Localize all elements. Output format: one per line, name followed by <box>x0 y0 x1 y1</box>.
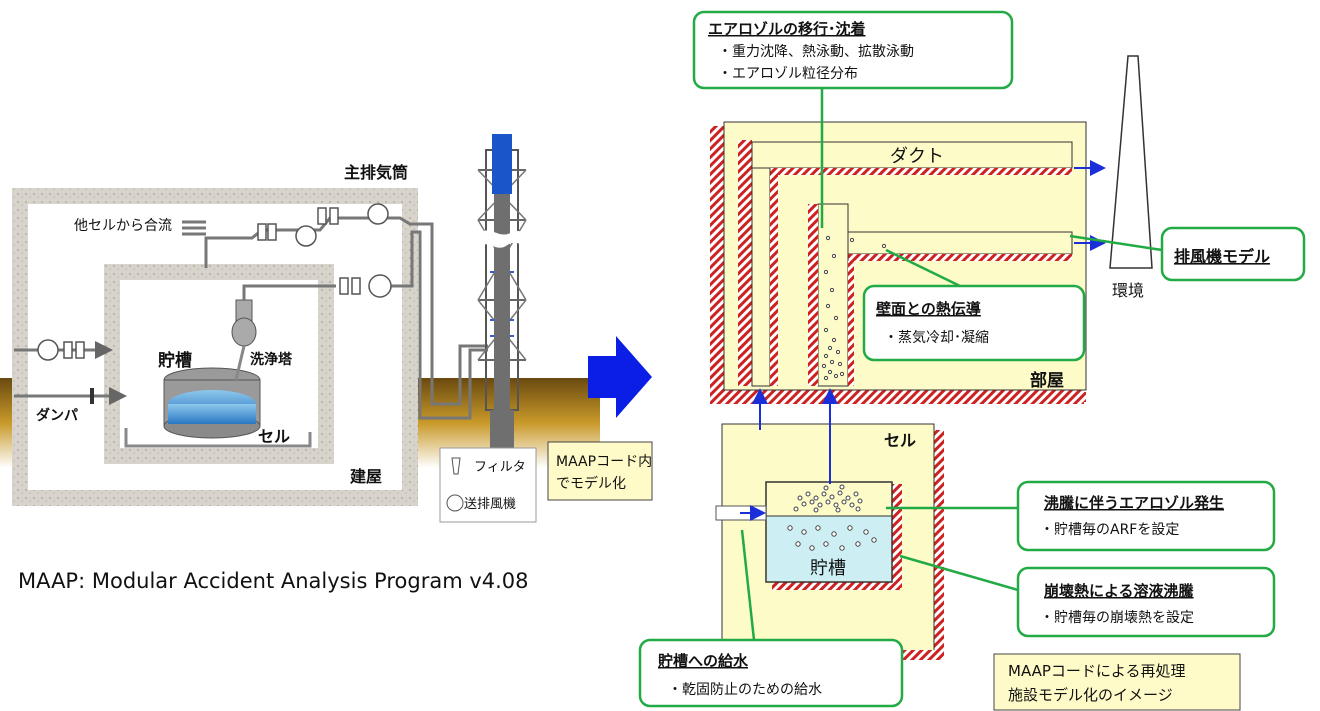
svg-text:・乾固防止のための給水: ・乾固防止のための給水 <box>668 682 822 698</box>
svg-text:沸騰に伴うエアロゾル発生: 沸騰に伴うエアロゾル発生 <box>1044 494 1224 512</box>
label-damper: ダンパ <box>36 407 78 424</box>
left-plant-diagram: 主排気筒 他セルから合流 貯槽 洗浄塔 ダンパ セル 建屋 フィルタ 送排風機 <box>0 134 600 523</box>
label-building: 建屋 <box>350 467 382 486</box>
svg-text:壁面との熱伝導: 壁面との熱伝導 <box>876 300 981 318</box>
maap-caption: MAAP: Modular Accident Analysis Program … <box>18 569 529 593</box>
svg-text:・エアロゾル粒径分布: ・エアロゾル粒径分布 <box>718 66 858 82</box>
svg-text:施設モデル化のイメージ: 施設モデル化のイメージ <box>1008 686 1173 704</box>
svg-text:MAAPコード内: MAAPコード内 <box>556 454 652 470</box>
svg-text:貯槽への給水: 貯槽への給水 <box>658 652 749 670</box>
callout-boiling-aerosol: 沸騰に伴うエアロゾル発生 ・貯槽毎のARFを設定 <box>1016 480 1276 552</box>
label-right-cell: セル <box>884 431 916 450</box>
callout-leaders <box>740 88 1163 641</box>
duct-channel <box>751 141 1073 169</box>
legend-filter-label: フィルタ <box>474 460 526 475</box>
legend-blower-label: 送排風機 <box>464 497 516 512</box>
svg-text:・貯槽毎の崩壊熱を設定: ・貯槽毎の崩壊熱を設定 <box>1040 610 1194 626</box>
label-environment: 環境 <box>1112 281 1144 300</box>
label-main-stack: 主排気筒 <box>344 163 408 182</box>
label-storage-tank: 貯槽 <box>158 350 192 371</box>
label-scrubber: 洗浄塔 <box>250 351 293 368</box>
callout-water-supply: 貯槽への給水 ・乾固防止のための給水 <box>638 638 904 708</box>
label-duct: ダクト <box>890 146 944 167</box>
environment-stack <box>1109 55 1153 269</box>
label-cell: セル <box>258 427 290 446</box>
svg-text:崩壊熱による溶液沸騰: 崩壊熱による溶液沸騰 <box>1044 582 1195 600</box>
image-note-box: MAAPコードによる再処理 施設モデル化のイメージ <box>993 653 1241 711</box>
svg-text:・重力沈降、熱泳動、拡散泳動: ・重力沈降、熱泳動、拡散泳動 <box>718 44 914 60</box>
storage-tank-graphic <box>163 367 261 439</box>
svg-text:MAAPコードによる再処理: MAAPコードによる再処理 <box>1008 662 1185 680</box>
callout-wall-heat: 壁面との熱伝導 ・蒸気冷却･凝縮 <box>862 284 1086 362</box>
exhaust-channel <box>847 231 1073 255</box>
aerosol-particles <box>787 235 887 551</box>
big-transform-arrow <box>588 336 652 418</box>
svg-text:エアロゾルの移行･沈着: エアロゾルの移行･沈着 <box>708 20 866 38</box>
filter-blower-units <box>37 203 392 361</box>
legend-box <box>439 447 537 523</box>
svg-text:排風機モデル: 排風機モデル <box>1174 247 1270 266</box>
label-room: 部屋 <box>1030 370 1064 391</box>
callout-exhaust-fan: 排風機モデル <box>1160 226 1306 282</box>
callout-decay-heat: 崩壊熱による溶液沸騰 ・貯槽毎の崩壊熱を設定 <box>1016 566 1276 638</box>
callout-aerosol-transport: エアロゾルの移行･沈着 ・重力沈降、熱泳動、拡散泳動 ・エアロゾル粒径分布 <box>692 10 1014 90</box>
label-tank: 貯槽 <box>810 558 846 579</box>
scrubber-graphic <box>231 299 257 381</box>
label-merge-from-cells: 他セルから合流 <box>74 218 172 234</box>
main-stack-graphic <box>477 134 530 450</box>
svg-text:・蒸気冷却･凝縮: ・蒸気冷却･凝縮 <box>884 330 989 346</box>
svg-text:・貯槽毎のARFを設定: ・貯槽毎のARFを設定 <box>1040 522 1179 538</box>
svg-text:でモデル化: でモデル化 <box>556 475 626 492</box>
model-note-box: MAAPコード内 でモデル化 <box>547 441 653 501</box>
